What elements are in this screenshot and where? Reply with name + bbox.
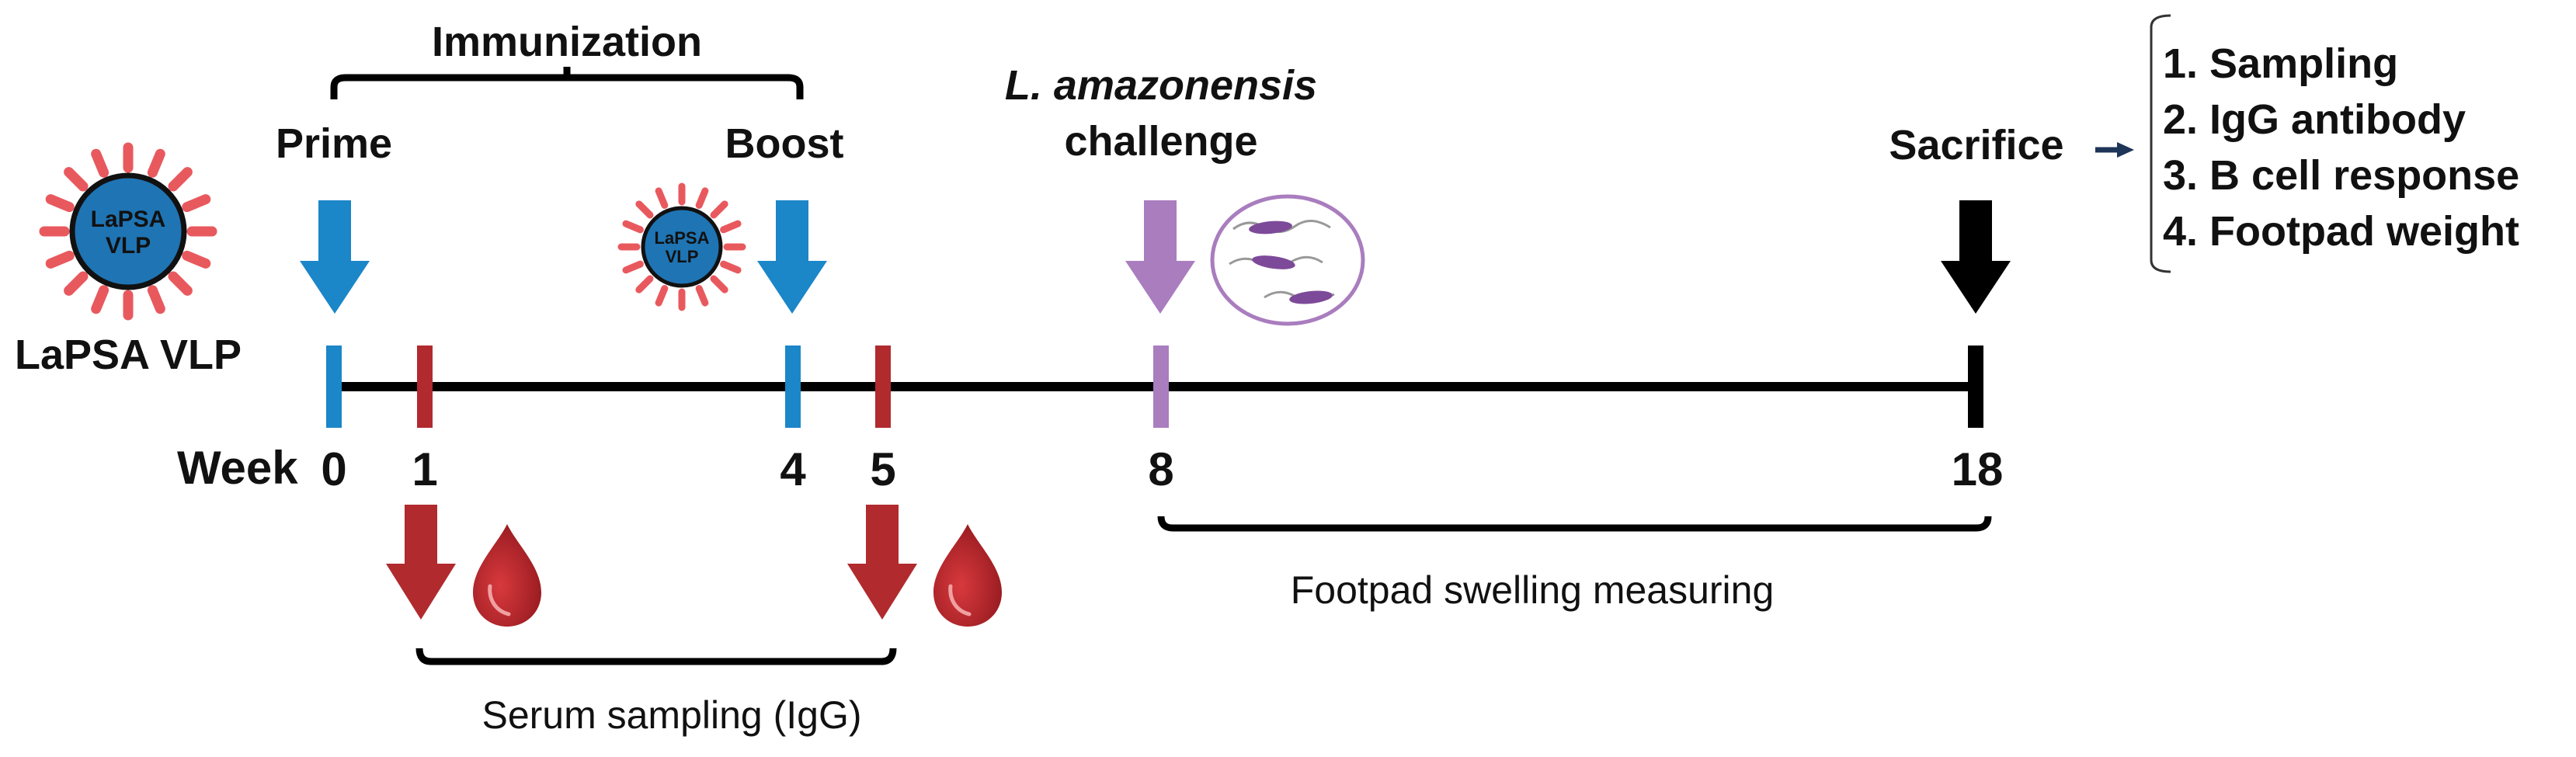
vlp-spike	[710, 200, 728, 219]
vlp-icon-line2: VLP	[106, 233, 151, 259]
vlp-spike	[168, 271, 193, 296]
vlp-spike	[710, 275, 728, 293]
sacrifice-label: Sacrifice	[1889, 122, 2063, 168]
vlp-spike	[45, 194, 75, 213]
vlp-spike	[64, 271, 89, 296]
vlp-particle-icon: LaPSA VLP	[39, 142, 217, 321]
week-1-label: 1	[412, 443, 437, 495]
challenge-species-label: L. amazonensis	[1005, 62, 1317, 109]
immunization-label: Immunization	[432, 19, 702, 65]
vlp-small-line2: VLP	[666, 247, 699, 266]
vlp-spike	[45, 250, 75, 269]
tick-week-4	[785, 346, 801, 428]
vlp-spike	[635, 275, 654, 293]
vlp-spike	[695, 285, 709, 307]
tick-week-5	[875, 346, 891, 428]
tick-week-0	[326, 346, 342, 428]
vlp-icon-line1: LaPSA	[91, 207, 166, 232]
vlp-spike	[91, 148, 110, 178]
parasite-culture-icon	[1210, 194, 1365, 326]
outcome-bracket	[2150, 14, 2171, 273]
vlp-spike	[695, 187, 709, 209]
vlp-spike	[91, 285, 110, 314]
vlp-spike	[720, 260, 742, 274]
week-18-label: 18	[1952, 443, 2004, 495]
vlp-spike	[168, 167, 193, 192]
vlp-spike	[182, 194, 211, 213]
week-4-label: 4	[780, 443, 806, 495]
vlp-spike	[655, 285, 669, 307]
sacrifice-arrow-icon	[1941, 200, 2011, 314]
vlp-particle-small-icon: LaPSA VLP	[617, 182, 746, 311]
vlp-spike	[182, 250, 211, 269]
outcome-item-3: 3. B cell response	[2163, 152, 2519, 199]
tick-week-18	[1968, 346, 1983, 428]
serum-bracket	[415, 648, 897, 665]
vlp-caption: LaPSA VLP	[15, 332, 242, 378]
vlp-spike	[720, 220, 742, 234]
outcome-item-4: 4. Footpad weight	[2163, 208, 2519, 255]
vlp-spike	[147, 285, 165, 314]
outcome-item-1: 1. Sampling	[2163, 40, 2398, 87]
boost-arrow-icon	[757, 200, 827, 314]
challenge-label: challenge	[1064, 118, 1257, 165]
vlp-spike	[622, 220, 644, 234]
vlp-small-line1: LaPSA	[655, 228, 710, 248]
sacrifice-pointer-icon	[2095, 142, 2134, 158]
vlp-spike	[147, 148, 165, 178]
vlp-spike	[635, 200, 654, 219]
prime-label: Prime	[276, 120, 392, 167]
week-5-label: 5	[870, 443, 895, 495]
footpad-label: Footpad swelling measuring	[1291, 568, 1775, 612]
prime-arrow-icon	[300, 200, 370, 314]
outcome-item-2: 2. IgG antibody	[2163, 96, 2466, 143]
tick-week-1	[417, 346, 433, 428]
vlp-spike	[64, 167, 89, 192]
serum-label: Serum sampling (IgG)	[481, 693, 861, 737]
week-label: Week	[177, 442, 298, 494]
blood-drop-icon	[473, 524, 541, 627]
vlp-spike	[622, 260, 644, 274]
serum-arrow-week1-icon	[386, 505, 456, 620]
blood-drop-icon-2	[933, 524, 1002, 627]
immunization-bracket	[330, 67, 804, 99]
serum-arrow-week5-icon	[847, 505, 917, 620]
challenge-arrow-icon	[1125, 200, 1195, 314]
boost-label: Boost	[725, 120, 844, 167]
week-8-label: 8	[1148, 443, 1173, 495]
footpad-bracket	[1157, 516, 1992, 532]
week-0-label: 0	[321, 443, 346, 495]
tick-week-8	[1153, 346, 1169, 428]
vlp-spike	[655, 187, 669, 209]
